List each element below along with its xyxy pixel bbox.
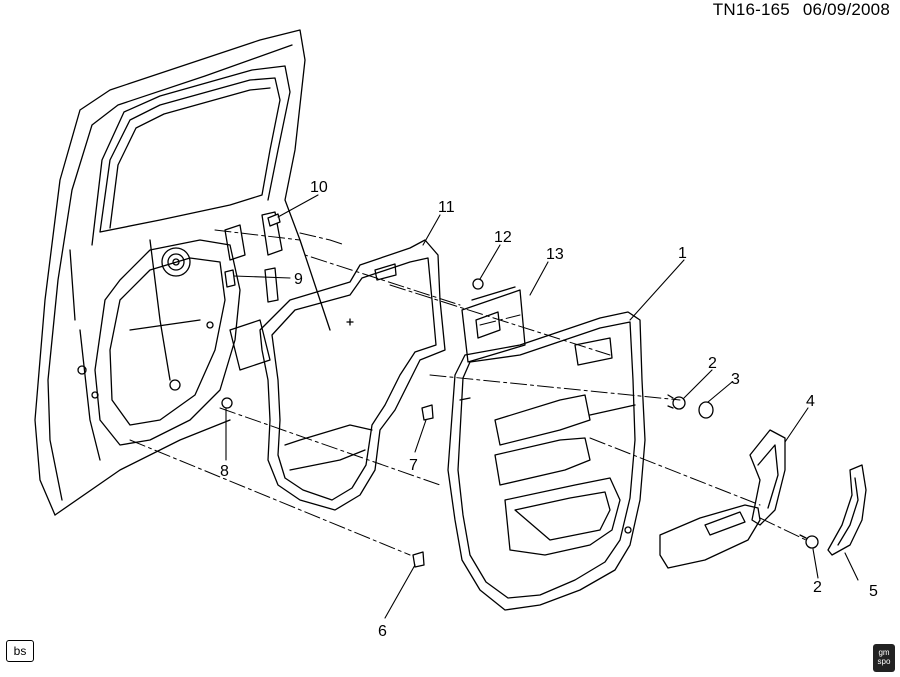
handle-housing-part-13 [461, 286, 526, 363]
callout-9: 9 [294, 271, 303, 288]
gm-logo-line2: spo [877, 657, 891, 666]
callout-8: 8 [220, 463, 229, 480]
callout-4: 4 [806, 393, 815, 410]
leader-lines [225, 194, 859, 619]
callout-5: 5 [869, 583, 878, 600]
gm-logo-line1: gm [878, 648, 890, 657]
fasteners [221, 213, 819, 568]
trim-panel-part-1 [447, 311, 646, 611]
callout-2-upper: 2 [708, 355, 717, 372]
trim-strip-part-5 [827, 464, 867, 556]
callout-3: 3 [731, 371, 740, 388]
callout-11: 11 [438, 199, 455, 216]
callout-labels: 10 9 11 12 13 1 2 3 4 5 2 6 7 8 [220, 179, 878, 640]
callout-12: 12 [494, 229, 512, 246]
alignment-lines [129, 229, 807, 556]
switch-bezel-part-4 [659, 429, 786, 569]
callout-6: 6 [378, 623, 387, 640]
callout-7: 7 [409, 457, 418, 474]
callout-10: 10 [310, 179, 328, 196]
bs-badge: bs [6, 640, 34, 662]
drawing-id: TN16-165 [712, 0, 790, 19]
door-shell [34, 29, 331, 516]
drawing-date: 06/09/2008 [802, 0, 890, 19]
gm-spo-logo: gm spo [873, 644, 895, 672]
callout-1: 1 [678, 245, 687, 262]
callout-2-lower: 2 [813, 579, 822, 596]
deflector-part-11 [259, 239, 446, 511]
callout-13: 13 [546, 246, 564, 263]
drawing-header: TN16-165 06/09/2008 [705, 0, 890, 20]
